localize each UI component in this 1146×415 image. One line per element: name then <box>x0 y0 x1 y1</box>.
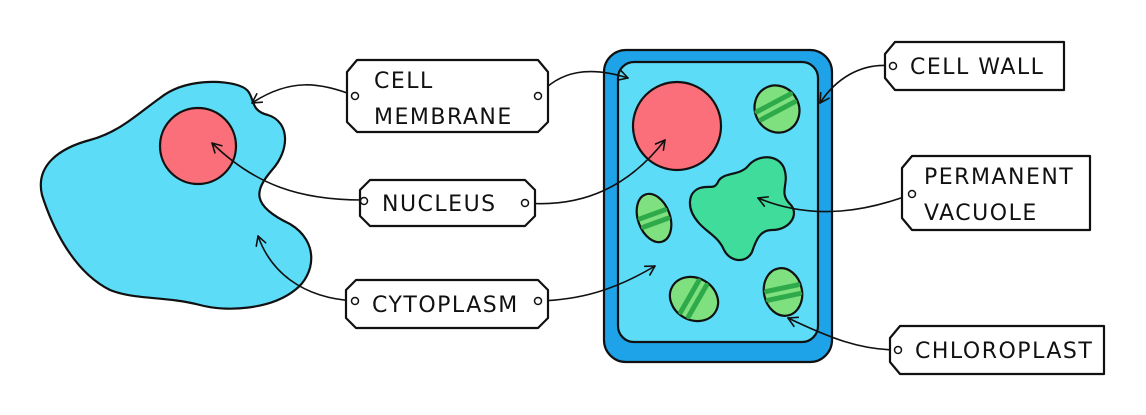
label-permanent-vacuole-line-2: VACUOLE <box>924 201 1038 226</box>
label-cytoplasm: CYTOPLASM <box>344 278 550 330</box>
label-cell-membrane-line-1: CELL <box>374 69 434 94</box>
plant-cell <box>602 48 834 364</box>
label-cell-wall: CELL WALL <box>883 40 1066 92</box>
arrow-cell-wall <box>819 64 894 104</box>
animal-cell-nucleus <box>158 106 238 186</box>
permanent-vacuole <box>688 156 796 262</box>
arrow-chloroplast <box>787 316 899 351</box>
label-cell-membrane-line-2: MEMBRANE <box>374 105 513 130</box>
label-cell-wall-text: CELL WALL <box>910 55 1044 80</box>
arrow-nucleus-animal <box>211 142 363 201</box>
plant-cell-nucleus <box>631 80 723 172</box>
arrow-nucleus-plant <box>524 139 666 205</box>
chloroplast-4 <box>762 267 804 317</box>
label-cytoplasm-text: CYTOPLASM <box>372 293 519 318</box>
arrow-cytoplasm-plant <box>537 265 656 302</box>
arrow-permanent-vacuole <box>757 193 913 213</box>
arrow-cytoplasm-animal <box>255 235 356 302</box>
leader-lines <box>211 64 913 351</box>
label-permanent-vacuole-line-1: PERMANENT <box>924 165 1074 190</box>
label-chloroplast: CHLOROPLAST <box>888 324 1106 376</box>
label-permanent-vacuole: PERMANENT VACUOLE <box>900 154 1092 232</box>
chloroplast-3 <box>668 275 720 323</box>
label-nucleus-text: NUCLEUS <box>382 192 497 217</box>
arrow-cell-membrane-animal <box>251 84 356 104</box>
label-cell-membrane: CELL MEMBRANE <box>345 58 550 134</box>
chloroplast-2 <box>635 192 673 244</box>
animal-cell <box>39 80 313 310</box>
label-chloroplast-text: CHLOROPLAST <box>915 339 1093 364</box>
label-nucleus: NUCLEUS <box>358 178 537 228</box>
chloroplast-1 <box>753 84 801 134</box>
animal-cell-cytoplasm <box>39 80 313 310</box>
